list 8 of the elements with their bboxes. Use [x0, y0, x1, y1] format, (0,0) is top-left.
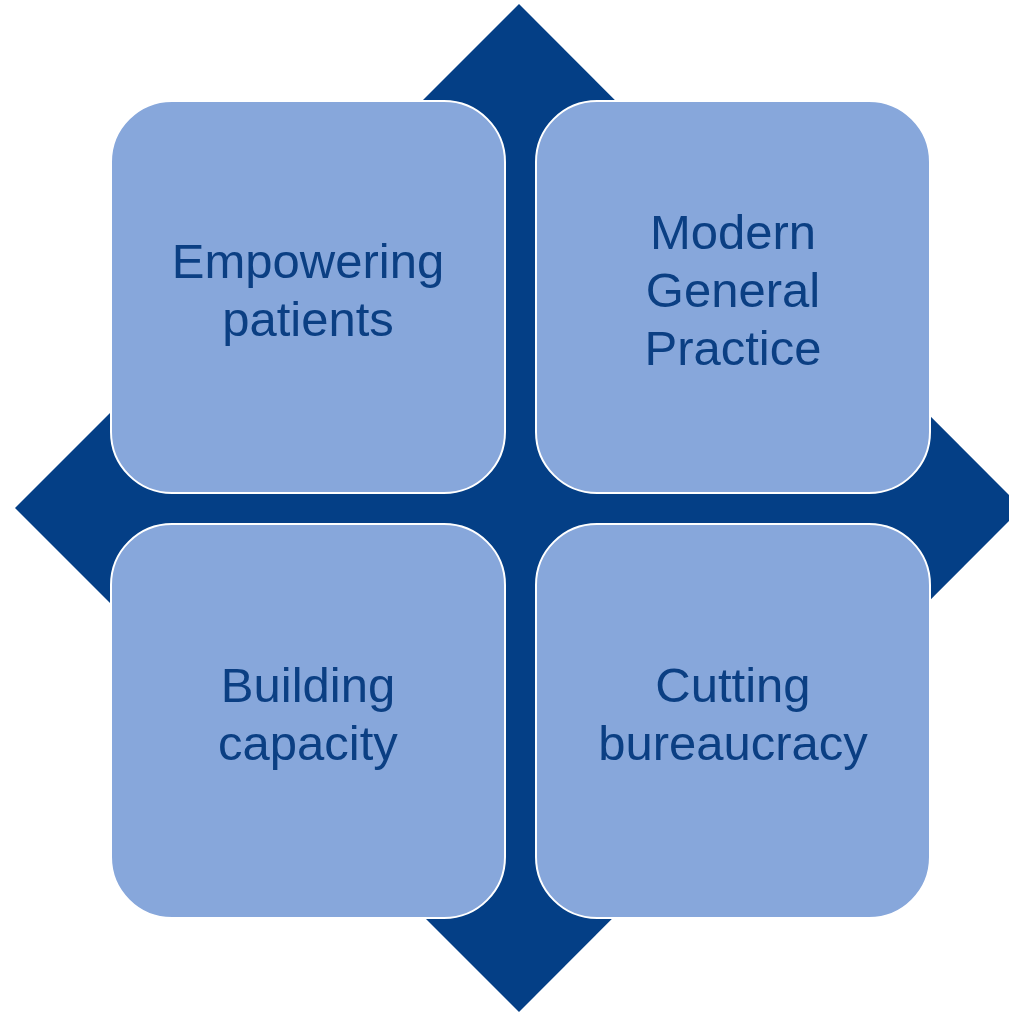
box-label: Cutting bureaucracy — [597, 657, 869, 772]
box-label: Building capacity — [217, 657, 399, 772]
box-label: Empowering patients — [170, 233, 446, 348]
rounded-box — [535, 523, 931, 919]
rounded-box — [535, 100, 931, 494]
rounded-box — [110, 100, 506, 494]
rounded-box — [110, 523, 506, 919]
box-label: Modern General Practice — [643, 204, 823, 377]
